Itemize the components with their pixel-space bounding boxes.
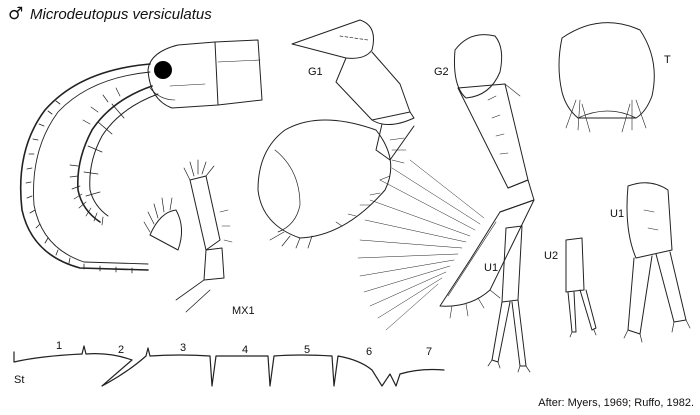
label-t: T <box>664 54 671 66</box>
label-mx1: MX1 <box>232 305 255 317</box>
label-g2: G2 <box>434 66 449 78</box>
segment-label-5: 5 <box>304 344 311 356</box>
segment-label-3: 3 <box>180 342 187 354</box>
head-with-antennae-drawing <box>19 39 263 274</box>
segment-label-6: 6 <box>366 346 373 358</box>
source-credit: After: Myers, 1969; Ruffo, 1982. <box>538 397 694 409</box>
segment-label-1: 1 <box>56 340 63 352</box>
eye-spot <box>154 61 172 79</box>
segment-label-4: 4 <box>242 344 249 356</box>
uropod-2-drawing <box>565 237 597 338</box>
label-u1-middle: U1 <box>484 262 499 274</box>
telson-drawing <box>558 22 655 133</box>
segment-label-2: 2 <box>118 344 125 356</box>
label-g1: G1 <box>308 66 323 78</box>
sternites-profile-drawing <box>13 345 445 387</box>
segment-label-7: 7 <box>426 346 433 358</box>
male-symbol: ♂ <box>8 4 24 24</box>
label-st: St <box>14 374 25 386</box>
gnathopod-1-drawing <box>257 19 415 249</box>
uropod-1-middle-drawing <box>487 225 531 373</box>
gnathopod-2-drawing <box>357 34 535 331</box>
label-u1-right: U1 <box>610 208 625 220</box>
species-title: Microdeutopus versiculatus <box>30 6 212 23</box>
maxilla-1-drawing <box>143 159 233 313</box>
uropod-1-right-drawing <box>623 182 691 343</box>
label-u2: U2 <box>544 250 559 262</box>
